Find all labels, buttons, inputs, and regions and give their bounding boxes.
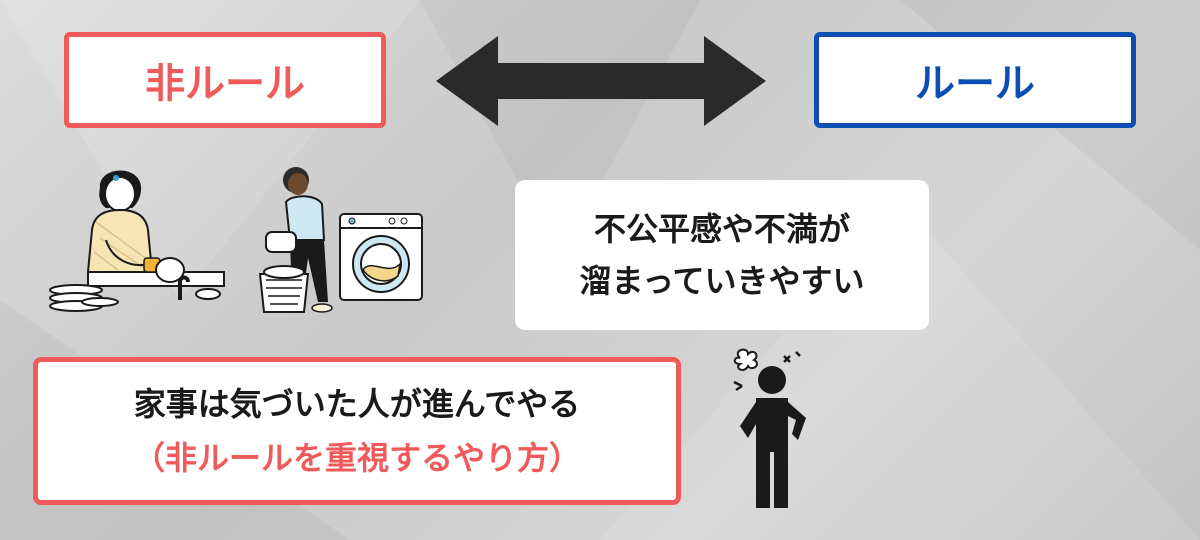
angry-person-icon — [733, 348, 806, 508]
method-line-2: （非ルールを重視するやり方） — [132, 439, 581, 477]
speech-line-2: 溜まっていきやすい — [579, 262, 865, 300]
speech-box: 不公平感や不満が 溜まっていきやすい — [515, 180, 929, 330]
method-line-1: 家事は気づいた人が進んでやる — [133, 385, 581, 423]
washing-machine-icon — [339, 213, 423, 301]
non-rule-label: 非ルール — [64, 32, 386, 128]
laundry-person-icon — [258, 167, 333, 313]
rule-label: ルール — [814, 32, 1136, 128]
dishwashing-person-icon — [49, 170, 225, 312]
method-box: 家事は気づいた人が進んでやる （非ルールを重視するやり方） — [33, 357, 681, 505]
double-arrow-icon — [436, 36, 766, 126]
speech-line-1: 不公平感や不満が — [593, 210, 850, 248]
